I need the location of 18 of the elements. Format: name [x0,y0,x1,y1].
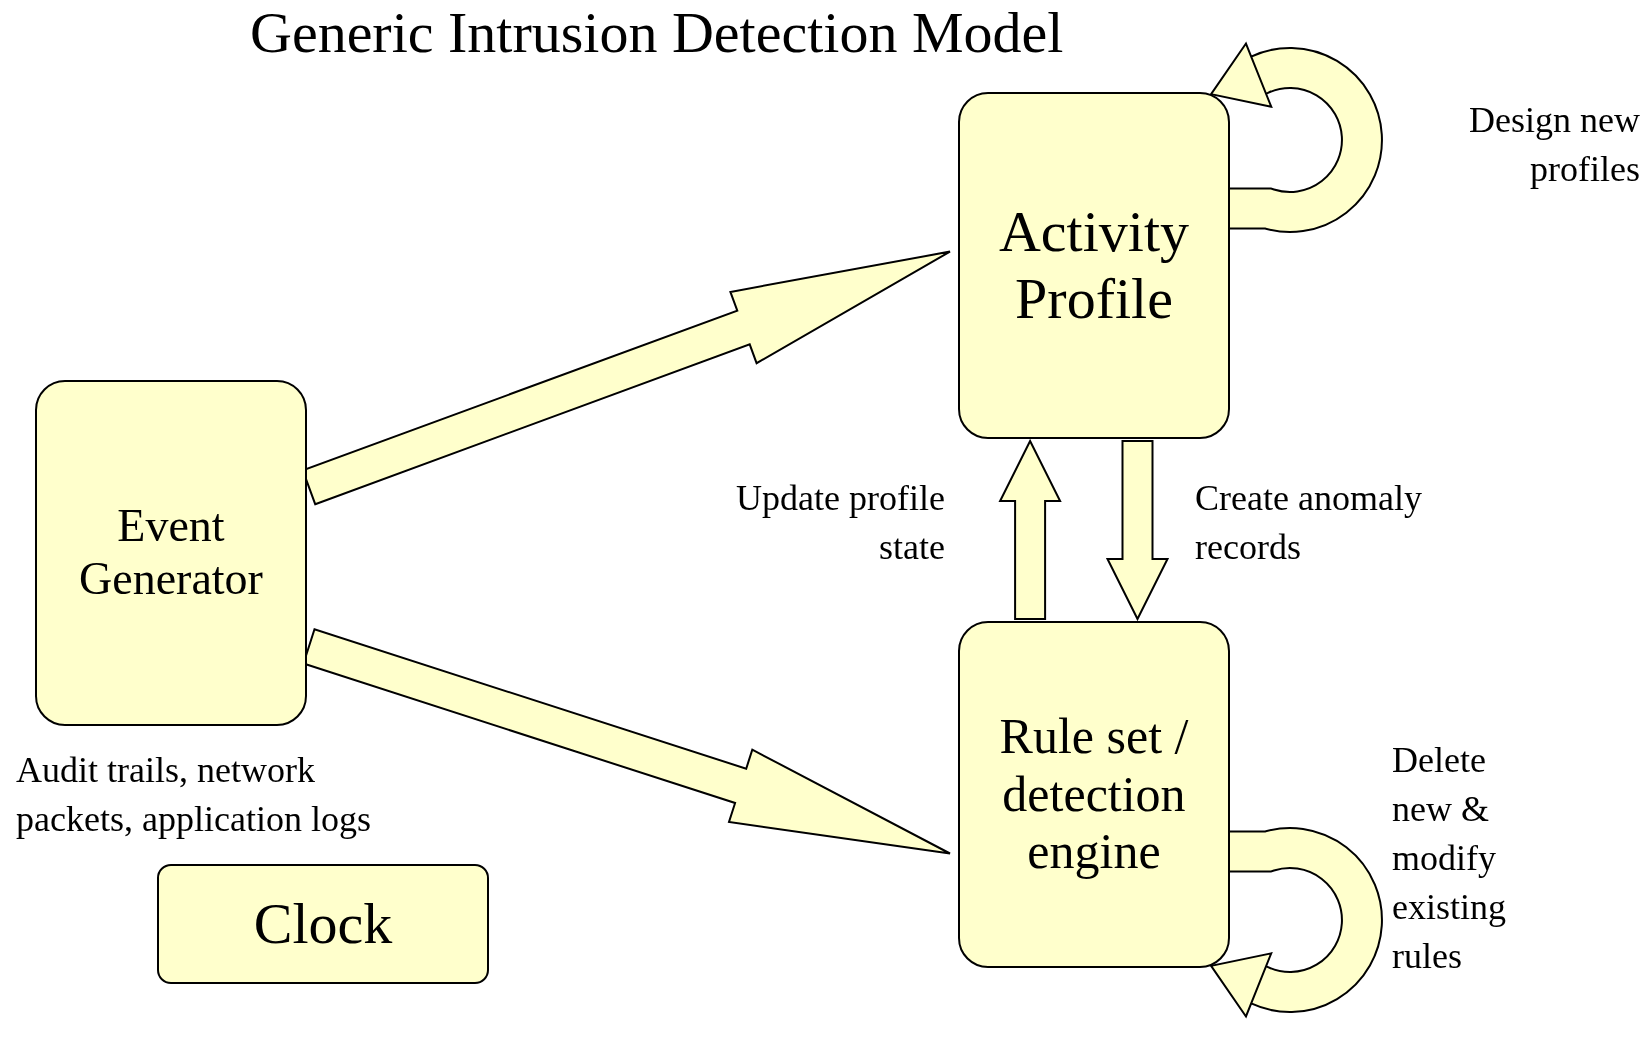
box-label: Rule set / detection engine [998,708,1190,881]
edge-label: Delete new & modify existing rules [1392,739,1507,978]
rounded-box [958,92,1230,439]
diagram-title: Generic Intrusion Detection Model [250,0,1064,66]
block-arrow [1105,440,1170,622]
box-label: Event Generator [78,500,264,606]
loop-arrow [1210,42,1383,233]
loop-arrow [1210,827,1383,1018]
rounded-box [35,380,307,726]
rounded-box [157,864,489,984]
rounded-box [958,621,1230,968]
block-arrow [998,438,1062,620]
edge-label: Update profile state [735,477,945,569]
box-label: Activity Profile [997,198,1191,333]
box-caption: Audit trails, network packets, application logs [16,749,372,841]
edge-label: Design new profiles [1468,99,1640,191]
edge-label: Create anomaly records [1195,477,1423,569]
box-label: Clock [253,890,393,958]
